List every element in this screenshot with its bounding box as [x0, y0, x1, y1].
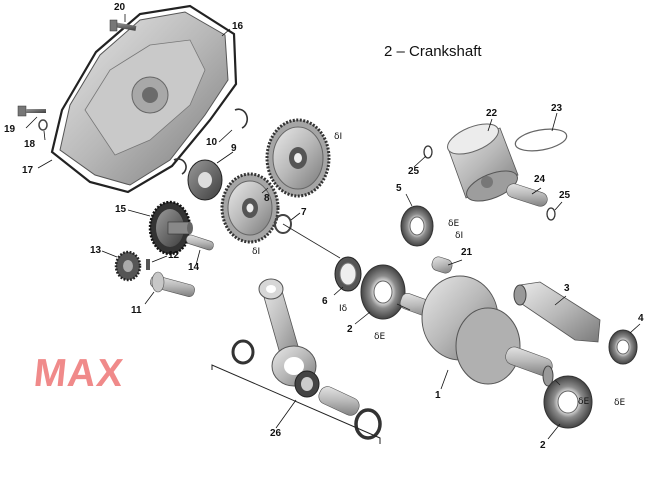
note-bearing-5: δE: [448, 219, 460, 229]
note-gear-top: δI: [334, 132, 343, 142]
diagram-title: 2 – Crankshaft: [384, 43, 482, 60]
callout-22: 22: [486, 108, 498, 119]
circlip-10: [234, 108, 248, 129]
callout-21: 21: [461, 247, 473, 258]
callout-18: 18: [24, 139, 36, 150]
callout-15: 15: [115, 204, 127, 215]
callout-3: 3: [564, 283, 570, 294]
callout-5: 5: [396, 183, 402, 194]
crankshaft-1: [399, 275, 554, 387]
note-gear-low: δI: [252, 247, 261, 257]
callout-14: 14: [188, 262, 200, 273]
bearing-2-left: [360, 264, 406, 320]
callout-1: 1: [435, 390, 441, 401]
piston-22: [447, 123, 519, 202]
note-bearing-2-left: δE: [374, 332, 386, 342]
washer-7: [274, 214, 292, 234]
leader-lines: [25, 14, 641, 440]
callout-10: 10: [206, 137, 218, 148]
callout-11: 11: [131, 305, 142, 316]
piston-pin-24: [506, 183, 548, 207]
gear-8-upper: [265, 118, 331, 198]
callout-9: 9: [231, 143, 237, 154]
bushing-21: [431, 256, 453, 274]
shaft-11: [150, 271, 195, 297]
bearing-4: [608, 329, 638, 365]
callout-25-left: 25: [408, 166, 420, 177]
gear-15: [148, 200, 193, 256]
washer-18: [38, 119, 48, 131]
assembly-lines: [211, 223, 561, 444]
crankcase-cover: [50, 4, 238, 194]
callout-2-right: 2: [540, 440, 546, 451]
gear-9: [187, 159, 223, 201]
callout-24: 24: [534, 174, 546, 185]
note-bearing-2-right: δE: [578, 397, 590, 407]
callout-2-left: 2: [347, 324, 353, 335]
callout-20: 20: [114, 2, 126, 13]
bearing-2-right: [543, 375, 593, 429]
callout-8: 8: [264, 193, 270, 204]
callout-26: 26: [270, 428, 282, 439]
note-seal-6: Iδ: [339, 304, 348, 314]
note-bushing: δI: [455, 231, 464, 241]
callout-16: 16: [232, 21, 244, 32]
gear-8-lower: [220, 172, 280, 244]
callout-12: 12: [168, 250, 180, 261]
circlip-small: [173, 158, 187, 175]
callout-7: 7: [301, 207, 307, 218]
callout-23: 23: [551, 103, 563, 114]
circlip-25-left: [423, 145, 433, 159]
balancer-shaft-3: [513, 281, 601, 343]
note-bearing-4: δE: [614, 398, 626, 408]
callout-6: 6: [322, 296, 328, 307]
screw-19: [17, 105, 46, 117]
seal-6: [334, 256, 362, 292]
callout-19: 19: [4, 124, 16, 135]
callout-25-right: 25: [559, 190, 571, 201]
callout-17: 17: [22, 165, 34, 176]
callout-13: 13: [90, 245, 102, 256]
piston-ring-23: [514, 128, 568, 152]
gear-13: [114, 250, 142, 282]
pin-14: [185, 234, 214, 251]
circlip-25-right: [546, 207, 556, 221]
screw-20: [109, 19, 137, 32]
callout-4: 4: [638, 313, 644, 324]
pin-12: [146, 259, 150, 270]
connecting-rod-kit-26: [231, 278, 382, 440]
max-watermark: MAX: [31, 352, 126, 395]
bearing-5: [400, 205, 434, 247]
